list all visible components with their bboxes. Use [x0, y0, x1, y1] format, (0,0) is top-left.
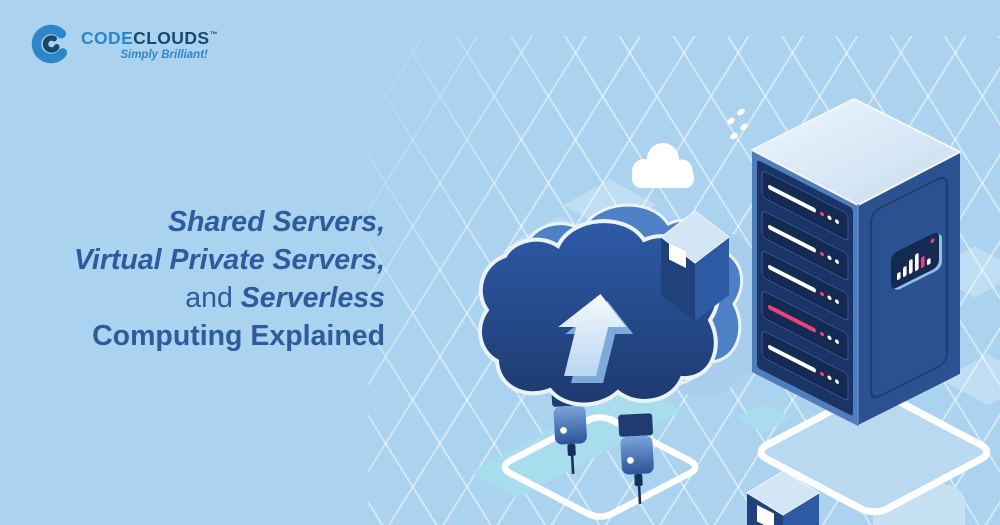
brand-text: CODECLOUDS™ Simply Brilliant! [81, 20, 218, 61]
server-slot [761, 331, 849, 400]
server-slot [761, 211, 849, 280]
headline-line3: and Serverless [0, 279, 385, 317]
brand-name: CODECLOUDS™ [81, 28, 218, 49]
data-cube-icon [746, 470, 820, 525]
headline-line3-prefix: and [185, 282, 241, 314]
brand-tagline: Simply Brilliant! [120, 49, 208, 61]
headline-line3-emphasis: Serverless [240, 282, 385, 314]
server-slot [761, 251, 849, 320]
server-side-panel [858, 152, 960, 425]
data-cube-icon [660, 210, 730, 321]
server-slot [761, 171, 849, 240]
brand-name-code: CODE [81, 28, 134, 48]
brand-name-clouds: CLOUDS [133, 28, 210, 48]
headline-line2: Virtual Private Servers, [73, 244, 385, 276]
bar-chart-badge-icon [891, 232, 942, 290]
small-cloud-icon [632, 143, 694, 188]
server-platform-diamond [754, 388, 994, 515]
brand-logo: CODECLOUDS™ Simply Brilliant! [28, 20, 218, 66]
server-front-face [752, 150, 858, 427]
upload-arrow-icon [558, 294, 634, 383]
server-slot [761, 291, 849, 360]
headline: Shared Servers, Virtual Private Servers,… [0, 203, 385, 355]
headline-line1: Shared Servers, [167, 206, 385, 238]
trademark-symbol: ™ [209, 30, 218, 40]
headline-line4: Computing Explained [92, 320, 385, 352]
codeclouds-logomark-icon [31, 24, 71, 64]
power-plug-icon [618, 413, 654, 504]
server-rack-icon [751, 98, 961, 427]
sparkle-dots-icon [727, 108, 748, 140]
